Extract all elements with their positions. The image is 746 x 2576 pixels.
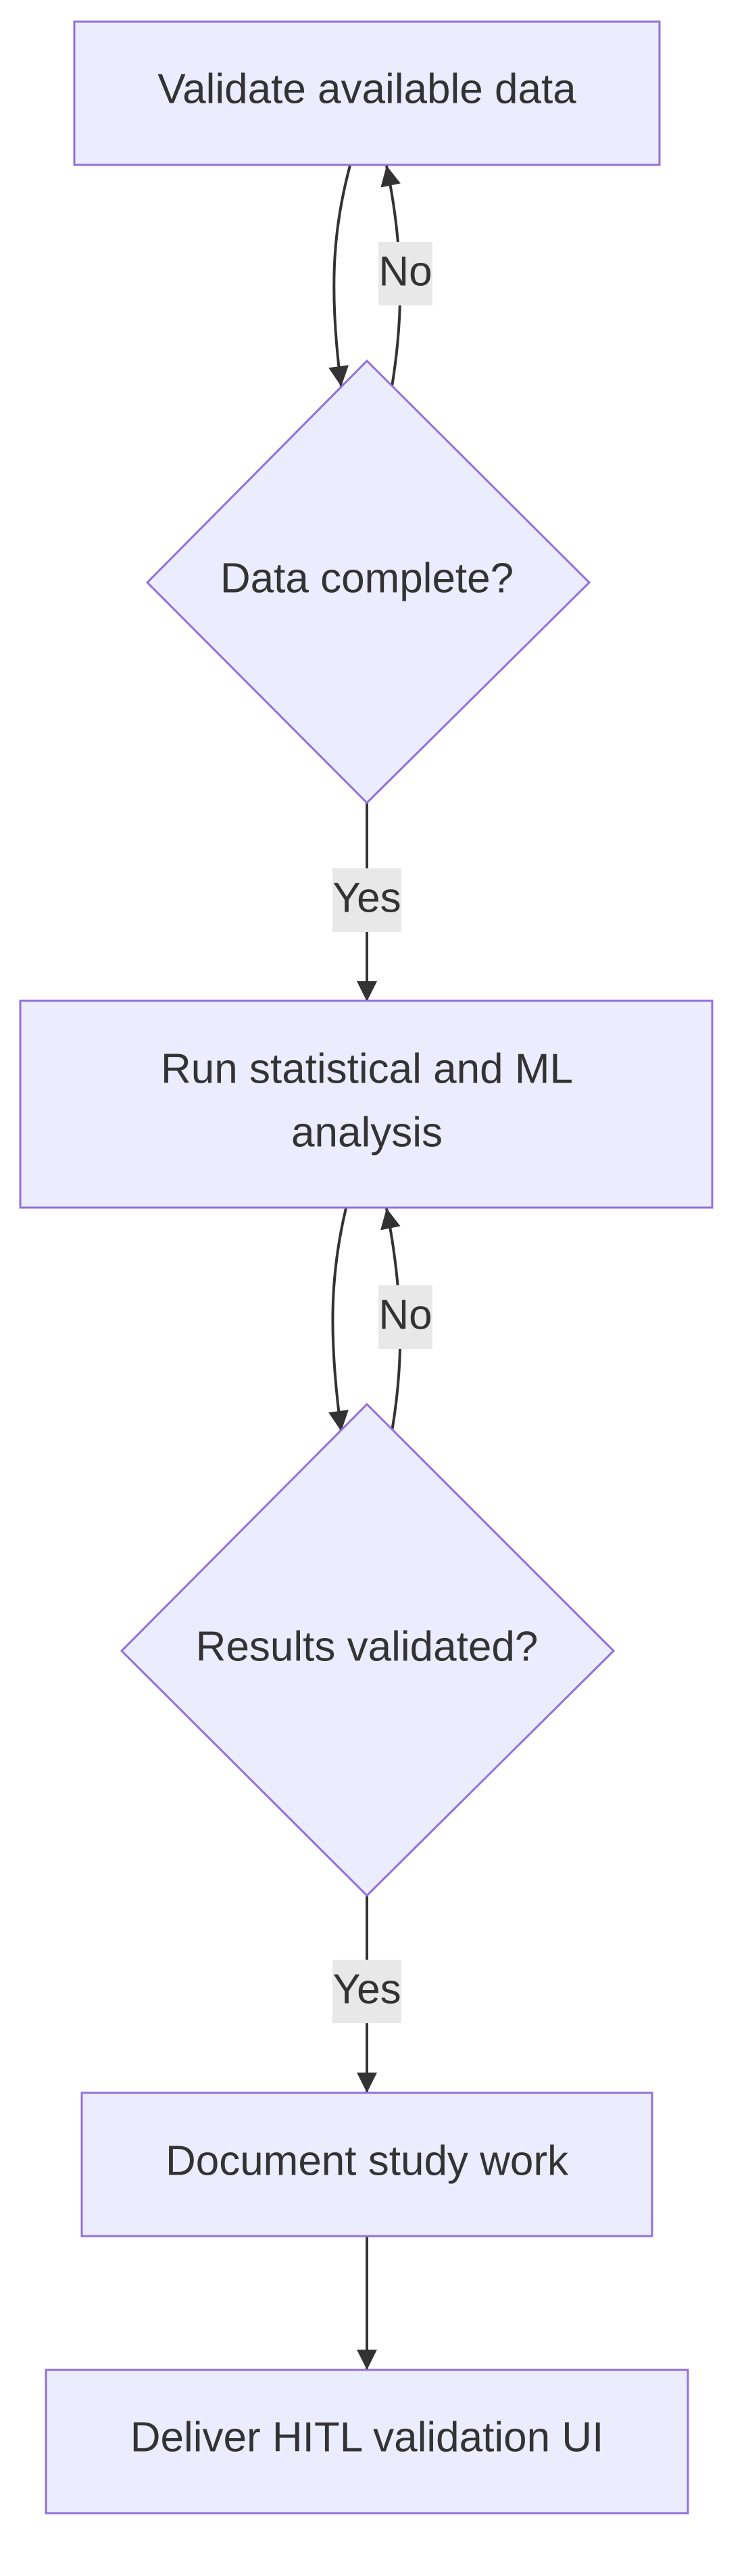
edge-label-no-1-text: No bbox=[378, 249, 432, 295]
edge-analysis-to-results bbox=[328, 1208, 349, 1432]
edge-label-yes-2: Yes bbox=[332, 1960, 401, 2023]
node-analysis-label-line1: Run statistical and ML bbox=[161, 1046, 573, 1093]
node-deliver-label: Deliver HITL validation UI bbox=[130, 2414, 604, 2461]
edge-label-no-1: No bbox=[378, 242, 432, 305]
node-analysis-label-line2: analysis bbox=[291, 1110, 443, 1156]
edge-label-yes-2-text: Yes bbox=[332, 1966, 401, 2013]
node-run-analysis: Run statistical and ML analysis bbox=[19, 999, 714, 1209]
edge-label-no-2: No bbox=[378, 1285, 432, 1349]
node-results-label: Results validated? bbox=[196, 1624, 539, 1670]
node-deliver-hitl-ui: Deliver HITL validation UI bbox=[45, 2369, 689, 2515]
edge-label-no-2-text: No bbox=[378, 1292, 432, 1339]
node-data-complete: Data complete? bbox=[145, 359, 591, 805]
node-complete-label: Data complete? bbox=[220, 555, 514, 602]
node-validate-label: Validate available data bbox=[157, 66, 576, 113]
edge-validate-to-complete bbox=[328, 165, 351, 387]
edge-label-yes-1-text: Yes bbox=[332, 875, 401, 922]
node-results-validated: Results validated? bbox=[120, 1402, 616, 1898]
node-validate-available-data: Validate available data bbox=[73, 20, 661, 166]
edge-label-yes-1: Yes bbox=[332, 868, 401, 932]
node-document-study-work: Document study work bbox=[80, 2091, 653, 2237]
node-document-label: Document study work bbox=[166, 2138, 569, 2185]
